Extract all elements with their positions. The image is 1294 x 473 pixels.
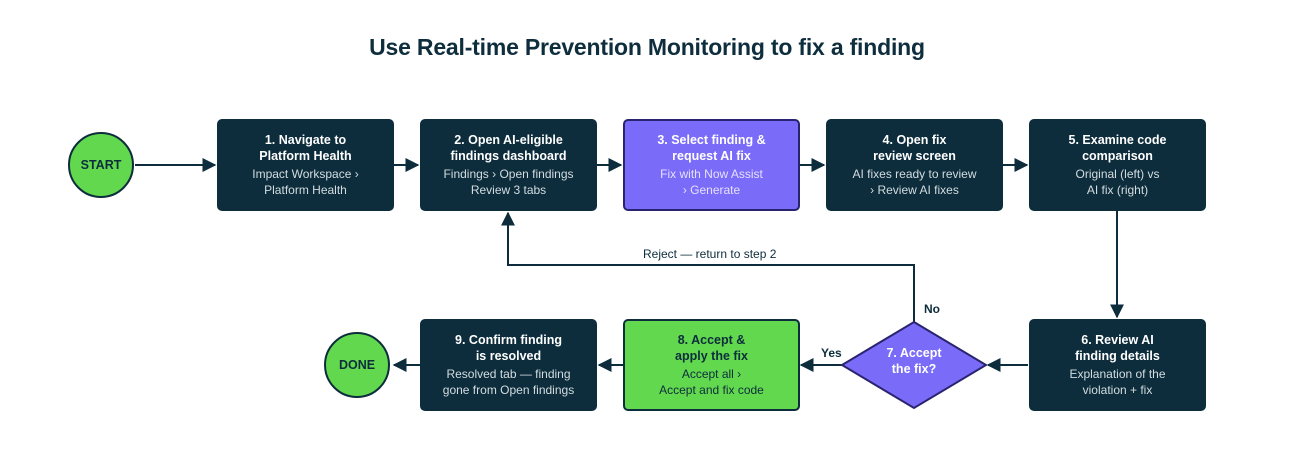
step-3-title-line1: 3. Select finding & bbox=[657, 133, 766, 147]
step-3-title-line2: request AI fix bbox=[672, 149, 751, 163]
step-2-sub-line2: Review 3 tabs bbox=[470, 183, 547, 197]
step-8-sub-line1: Accept all › bbox=[681, 367, 742, 381]
yes-edge-label: Yes bbox=[821, 346, 842, 360]
step-2-box: 2. Open AI-eligible findings dashboard F… bbox=[420, 119, 597, 211]
step-9-title-line2: is resolved bbox=[475, 349, 542, 363]
decision-line1: 7. Accept bbox=[886, 346, 942, 360]
done-node: DONE bbox=[324, 332, 390, 398]
step-5-title-line2: comparison bbox=[1082, 149, 1153, 163]
page-title: Use Real-time Prevention Monitoring to f… bbox=[369, 34, 925, 60]
step-3-sub-line1: Fix with Now Assist bbox=[660, 167, 763, 181]
step-2-title-line1: 2. Open AI-eligible bbox=[454, 133, 563, 147]
step-4-title-line2: review screen bbox=[873, 149, 956, 163]
step-8-title-line1: 8. Accept & bbox=[677, 333, 746, 347]
step-5-box: 5. Examine code comparison Original (lef… bbox=[1029, 119, 1206, 211]
step-2-title-line2: findings dashboard bbox=[450, 149, 567, 163]
step-9-sub-line2: gone from Open findings bbox=[442, 383, 575, 397]
start-node: START bbox=[68, 132, 134, 198]
done-label: DONE bbox=[338, 358, 376, 372]
step-6-sub-line2: violation + fix bbox=[1082, 383, 1153, 397]
step-1-sub-line2: Platform Health bbox=[264, 183, 347, 197]
step-5-sub-line2: AI fix (right) bbox=[1086, 183, 1149, 197]
step-6-title-line2: finding details bbox=[1075, 349, 1160, 363]
step-5-title-line1: 5. Examine code bbox=[1068, 133, 1167, 147]
decision-diamond bbox=[840, 320, 988, 410]
step-4-sub-line2: › Review AI fixes bbox=[870, 183, 959, 197]
step-6-sub-line1: Explanation of the bbox=[1069, 367, 1166, 381]
step-9-title-line1: 9. Confirm finding bbox=[455, 333, 562, 347]
step-1-title-line2: Platform Health bbox=[259, 149, 352, 163]
step-4-title-line1: 4. Open fix bbox=[882, 133, 947, 147]
step-2-sub-line1: Findings › Open findings bbox=[443, 167, 574, 181]
step-5-sub-line1: Original (left) vs bbox=[1075, 167, 1160, 181]
step-4-sub-line1: AI fixes ready to review bbox=[852, 167, 977, 181]
step-8-title-line2: apply the fix bbox=[675, 349, 748, 363]
step-1-box: 1. Navigate to Platform Health Impact Wo… bbox=[217, 119, 394, 211]
decision-line2: the fix? bbox=[891, 362, 937, 376]
arrow-reject-loop bbox=[501, 211, 915, 322]
no-edge-label: No bbox=[924, 302, 940, 316]
decision-label: 7. Accept the fix? bbox=[864, 345, 964, 377]
step-8-sub-line2: Accept and fix code bbox=[659, 383, 764, 397]
step-9-box: 9. Confirm finding is resolved Resolved … bbox=[420, 319, 597, 411]
step-3-box: 3. Select finding & request AI fix Fix w… bbox=[623, 119, 800, 211]
reject-edge-label: Reject — return to step 2 bbox=[643, 247, 777, 261]
start-label: START bbox=[80, 158, 122, 172]
step-4-box: 4. Open fix review screen AI fixes ready… bbox=[826, 119, 1003, 211]
step-6-title-line1: 6. Review AI bbox=[1081, 333, 1154, 347]
step-8-box: 8. Accept & apply the fix Accept all › A… bbox=[623, 319, 800, 411]
step-1-sub-line1: Impact Workspace › bbox=[252, 167, 359, 181]
step-9-sub-line1: Resolved tab — finding bbox=[446, 367, 571, 381]
step-1-title-line1: 1. Navigate to bbox=[264, 133, 347, 147]
step-3-sub-line2: › Generate bbox=[682, 183, 741, 197]
step-6-box: 6. Review AI finding details Explanation… bbox=[1029, 319, 1206, 411]
